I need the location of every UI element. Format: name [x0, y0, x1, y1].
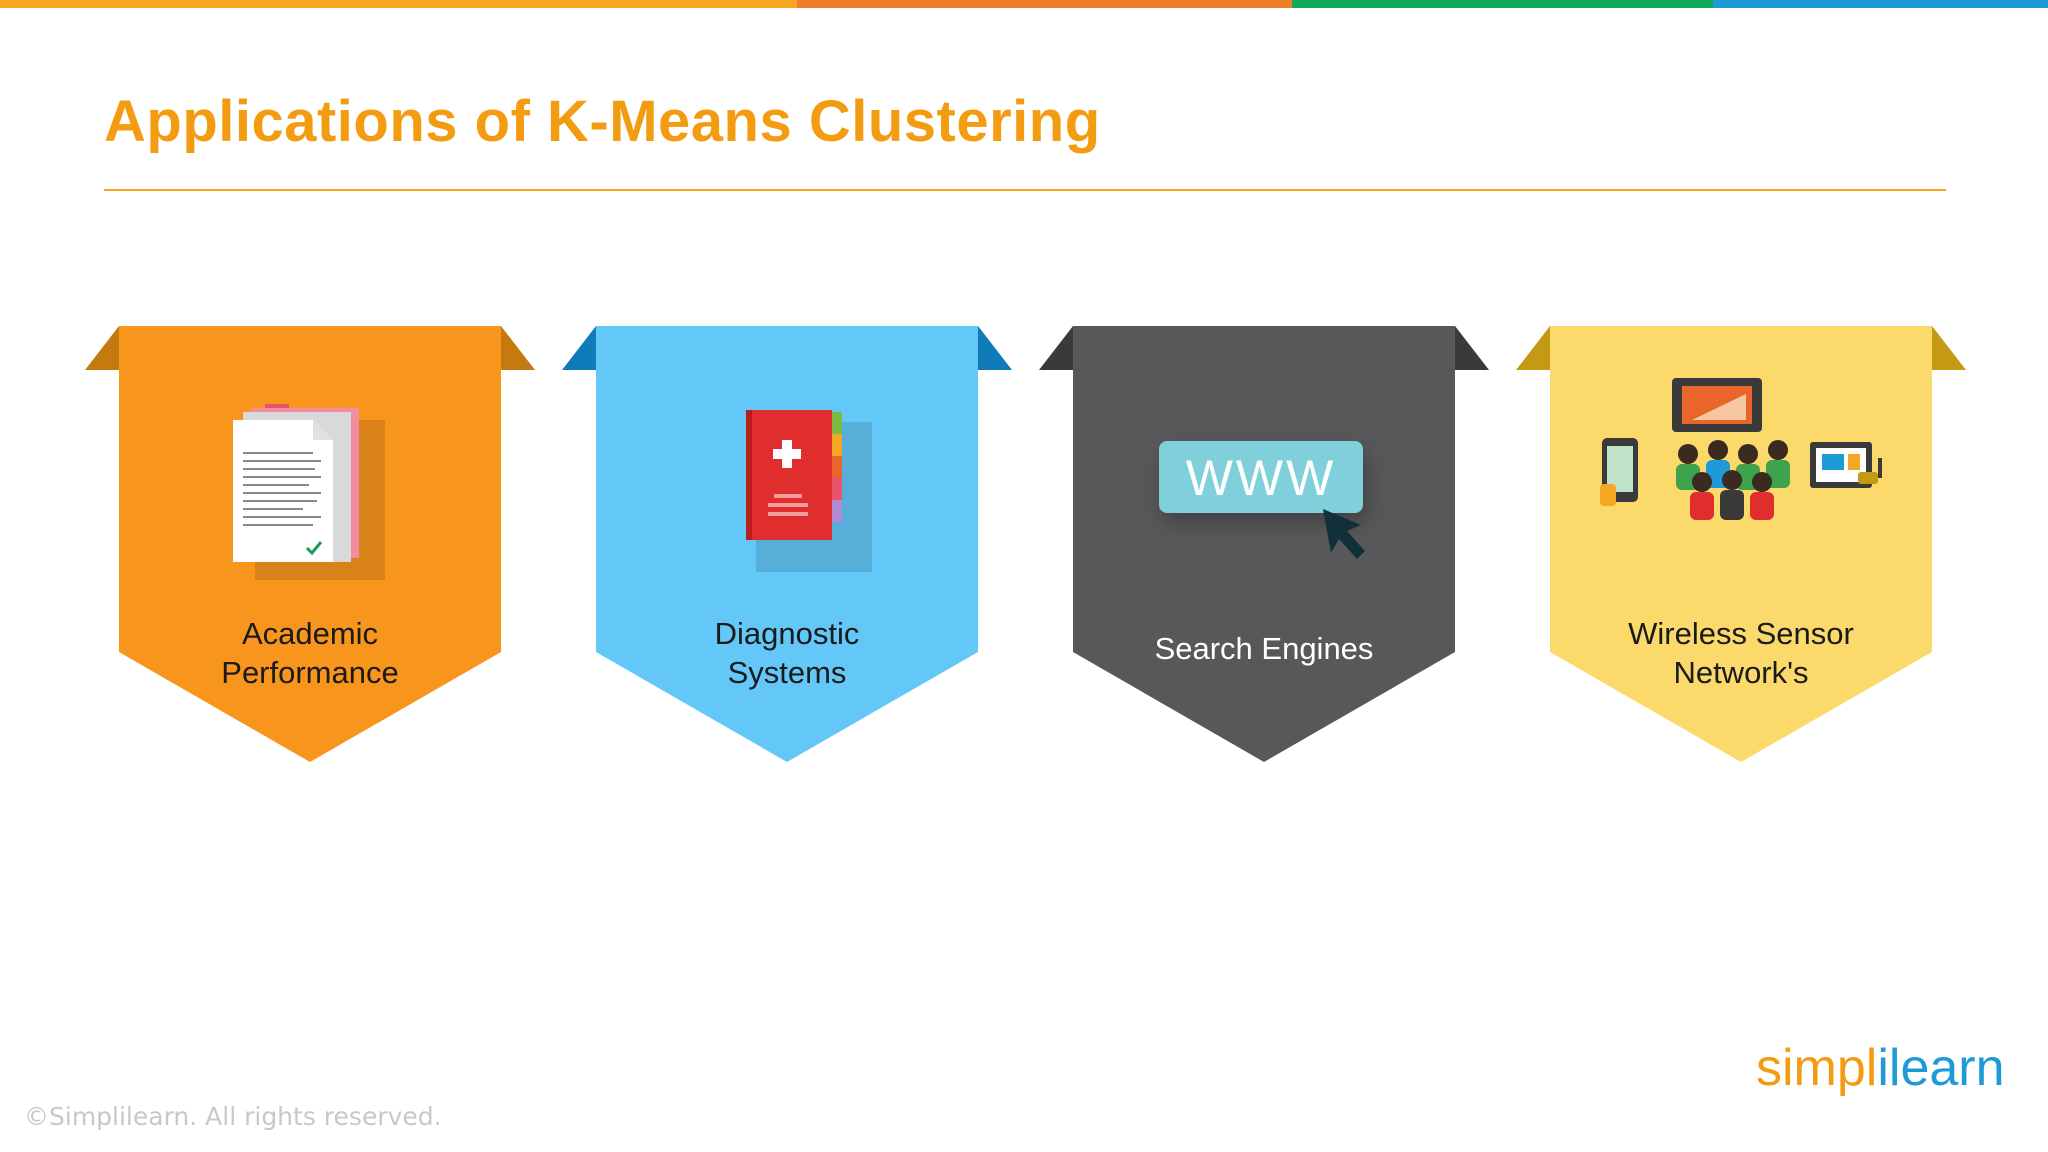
- www-cursor-icon: WWW: [1159, 441, 1369, 571]
- cursor-arrow-icon: [1323, 509, 1365, 559]
- top-bar-orange: [0, 0, 797, 8]
- top-bar-dark-orange: [797, 0, 1292, 8]
- card-label-line2: Systems: [727, 655, 847, 690]
- medical-book-icon: [746, 410, 872, 572]
- banner-shape: [562, 326, 1012, 762]
- card-label-line2: Network's: [1673, 655, 1809, 690]
- title-divider: [104, 189, 1946, 191]
- connected-devices-people-icon: [1600, 378, 1882, 520]
- card-label-line2: Performance: [221, 655, 399, 690]
- simplilearn-logo: simplilearn: [1756, 1038, 2005, 1098]
- card-search-engines: WWW Search Engines: [1039, 326, 1489, 766]
- card-label-line1: Diagnostic: [714, 616, 860, 651]
- logo-part-i: i: [1877, 1039, 1889, 1097]
- top-bar-blue: [1713, 0, 2048, 8]
- logo-part-simpl: simpl: [1756, 1039, 1878, 1097]
- www-text: WWW: [1185, 450, 1337, 506]
- card-label-line1: Academic: [241, 616, 379, 651]
- card-academic-performance: Academic Performance: [85, 326, 535, 766]
- top-bar-green: [1292, 0, 1713, 8]
- copyright-text: ©Simplilearn. All rights reserved.: [24, 1102, 442, 1131]
- card-label: Diagnostic Systems: [596, 614, 978, 692]
- slide-title: Applications of K-Means Clustering: [104, 89, 1101, 154]
- card-label: Academic Performance: [119, 614, 501, 692]
- document-checklist-icon: [233, 404, 385, 580]
- card-label-line1: Search Engines: [1154, 631, 1374, 666]
- card-diagnostic-systems: Diagnostic Systems: [562, 326, 1012, 766]
- card-wireless-sensor-networks: Wireless Sensor Network's: [1516, 326, 1966, 766]
- card-label: Search Engines: [1073, 629, 1455, 668]
- banner-shape: [1039, 326, 1489, 762]
- banner-shape: [1516, 326, 1966, 762]
- logo-part-learn: learn: [1888, 1039, 2005, 1097]
- top-color-bar: [0, 0, 2048, 8]
- card-label: Wireless Sensor Network's: [1550, 614, 1932, 692]
- card-label-line1: Wireless Sensor: [1628, 616, 1854, 651]
